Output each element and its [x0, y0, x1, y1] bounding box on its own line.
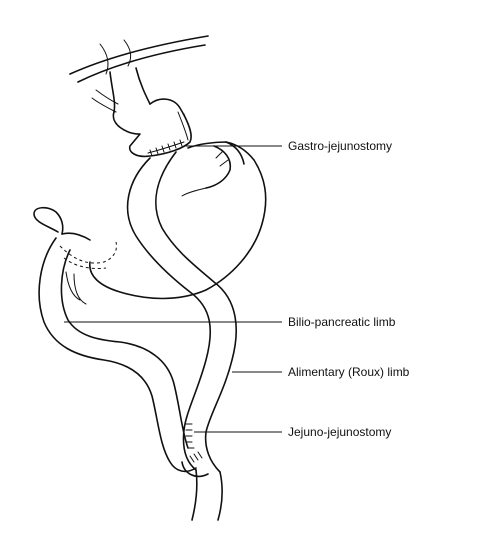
bilio-pancreatic-limb: [38, 237, 197, 473]
jejuno-jejunostomy-sutures: [185, 423, 203, 463]
duodenal-stump: [33, 206, 91, 241]
esophagus: [109, 67, 151, 113]
label-alimentary-limb: Alimentary (Roux) limb: [288, 365, 410, 379]
label-bilio-pancreatic-limb: Bilio-pancreatic limb: [288, 315, 396, 329]
label-jejuno-jejunostomy: Jejuno-jejunostomy: [288, 425, 391, 439]
leader-lines: [64, 145, 282, 433]
remnant-stomach: [89, 141, 267, 300]
gastro-jejunostomy-sutures: [147, 139, 185, 157]
gastric-pouch: [112, 98, 192, 158]
hidden-contour: [59, 241, 117, 269]
label-gastro-jejunostomy: Gastro-jejunostomy: [288, 139, 392, 153]
common-channel: [181, 461, 223, 521]
diaphragm-outline: [69, 35, 209, 113]
